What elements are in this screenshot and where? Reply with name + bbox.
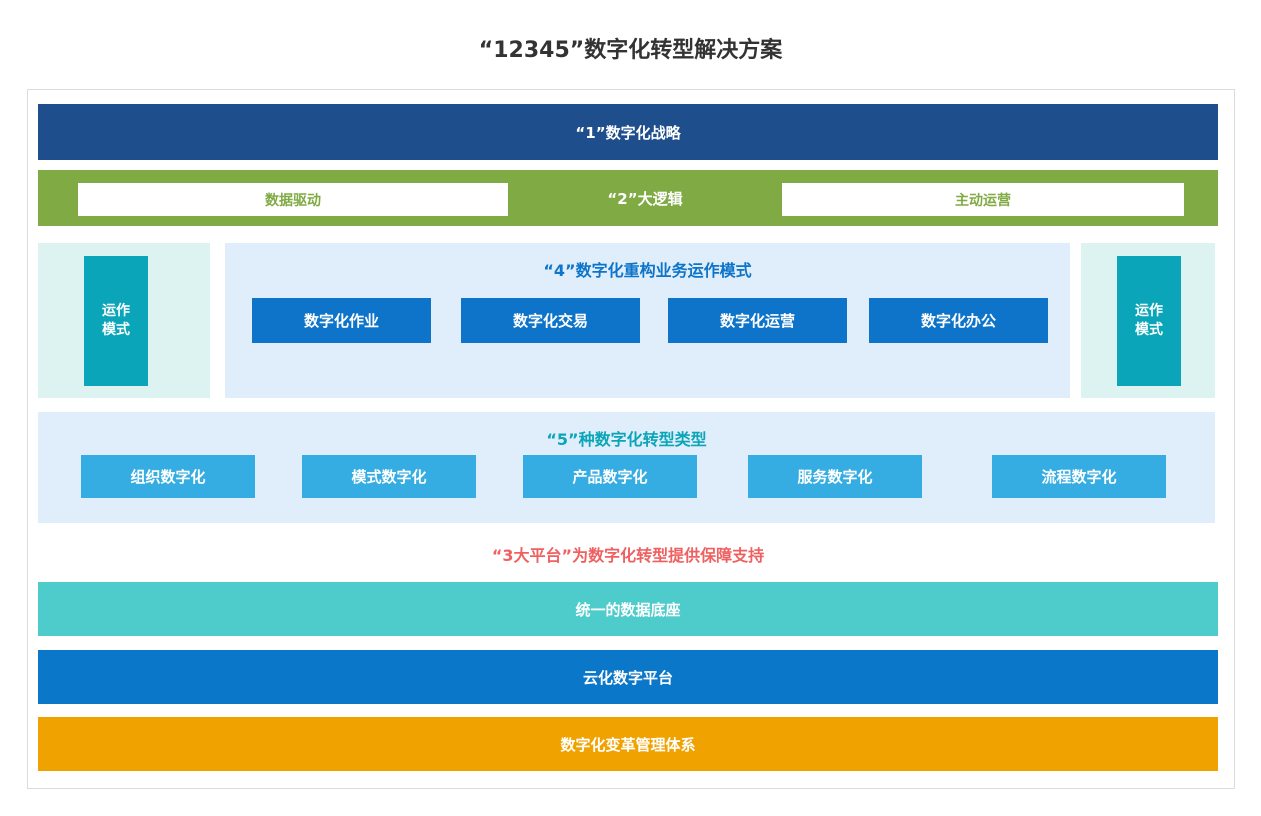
platform-data-base: 统一的数据底座 [38,582,1218,636]
platform-management: 数字化变革管理体系 [38,717,1218,771]
mode-item: 数字化作业 [252,298,431,343]
strategy-bar: “1”数字化战略 [38,104,1218,160]
ops-mode-left-label: 运作 模式 [102,303,130,338]
logic-active-ops: 主动运营 [782,183,1184,216]
mode-item: 数字化交易 [461,298,640,343]
logic-title: “2”大逻辑 [607,189,683,208]
logic-data-driven: 数据驱动 [78,183,508,216]
types-title: “5”种数字化转型类型 [546,430,707,449]
platform-cloud: 云化数字平台 [38,650,1218,704]
mode-item: 数字化办公 [869,298,1048,343]
type-item: 服务数字化 [748,455,922,498]
type-item: 组织数字化 [81,455,255,498]
type-item: 流程数字化 [992,455,1166,498]
mode-item: 数字化运营 [668,298,847,343]
type-item: 模式数字化 [302,455,476,498]
type-item: 产品数字化 [523,455,697,498]
page-title: “12345”数字化转型解决方案 [478,38,783,63]
ops-mode-left: 运作 模式 [84,256,148,386]
ops-mode-right-label: 运作 模式 [1135,303,1163,338]
support-caption: “3大平台”为数字化转型提供保障支持 [491,546,765,565]
ops-mode-right: 运作 模式 [1117,256,1181,386]
modes-title: “4”数字化重构业务运作模式 [543,261,752,280]
